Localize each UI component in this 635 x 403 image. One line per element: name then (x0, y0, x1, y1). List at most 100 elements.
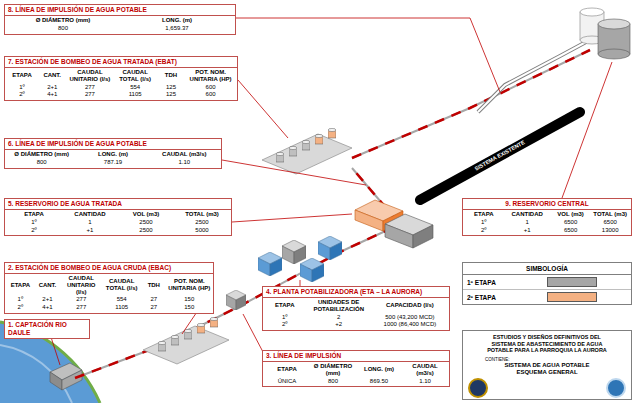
logos (469, 379, 625, 397)
table-header: CAUDAL TOTAL (l/s) (103, 278, 140, 292)
table-header: TOTAL (m3) (591, 211, 629, 218)
small-building (226, 290, 246, 310)
table-header: CAUDAL (m3/s) (150, 151, 219, 158)
table-cell: 1.10 (150, 159, 219, 166)
table-cell: ÚNICA (265, 378, 309, 385)
table-cell: 150 (168, 304, 211, 311)
table-cell: 2+1 (36, 296, 59, 303)
table-header: POT. NOM. UNITARIA (HP) (168, 278, 211, 292)
data-table: Ø DIÁMETRO (mm)LONG. (m)8001,659.37 (5, 16, 235, 34)
table-header: CAUDAL UNITARIO (l/s) (61, 275, 101, 296)
data-table-box: 1. CAPTACIÓN RIO DAULE (4, 319, 90, 339)
existing-pipe-part (420, 112, 580, 200)
ebac-pump-station-part (197, 323, 205, 333)
table-cell: 6500 (552, 219, 590, 226)
table-header: CANTIDAD (505, 211, 550, 218)
treatment-plant-part (258, 252, 282, 276)
ebat-pump-station-part (302, 140, 310, 150)
leader-lines-part (222, 160, 366, 185)
table-cell: 554 (114, 84, 155, 91)
ebat-pump-station-part (315, 134, 323, 144)
table-header: CAUDAL TOTAL (l/s) (114, 69, 155, 83)
table-cell: 2º (465, 227, 503, 234)
title-block: ESTUDIOS Y DISEÑOS DEFINITIVOS DEL SISTE… (462, 330, 632, 400)
leader-lines-part (238, 80, 288, 138)
table-cell: +1 (505, 227, 550, 234)
legend-title: SIMBOLOGÍA (463, 263, 631, 275)
pipe-label: SISTEMA EXISTENTE (474, 140, 526, 172)
ebat-pump-station-part (262, 134, 352, 174)
treated-water-reservoir-part (385, 224, 413, 248)
table-cell: 1 (63, 219, 117, 226)
legend-text: 2º ETAPA (467, 294, 547, 301)
data-table-box: 7. ESTACIÓN DE BOMBEO DE AGUA TRATADA (E… (4, 56, 238, 101)
box-heading: 2. ESTACIÓN DE BOMBEO DE AGUA CRUDA (EBA… (5, 263, 213, 274)
sheet-title: SISTEMA DE AGUA POTABLE (485, 362, 609, 369)
table-cell: 277 (61, 296, 101, 303)
data-table-box: 9. RESERVORIO CENTRALETAPACANTIDADVOL (m… (462, 198, 632, 236)
box-heading: 6. LÍNEA DE IMPULSIÓN DE AGUA POTABLE (5, 139, 221, 150)
data-table-box: 4. PLANTA POTABILIZADORA (ETA – LA AUROR… (262, 286, 450, 331)
legend-swatch (547, 277, 597, 287)
data-table: ETAPACANT.CAUDAL UNITARIO (l/s)CAUDAL TO… (5, 68, 237, 101)
treatment-plant-part (300, 258, 324, 282)
ebac-pump-station-part (158, 341, 166, 351)
table-cell: 1º (7, 296, 34, 303)
data-table-box: 6. LÍNEA DE IMPULSIÓN DE AGUA POTABLEØ D… (4, 138, 222, 169)
intake-structure-part (62, 370, 82, 390)
leader-lines-part (236, 18, 500, 92)
table-cell: 800 (7, 25, 119, 32)
table-cell: 800 (311, 378, 355, 385)
table-header: TDH (158, 72, 184, 79)
table-cell: 277 (67, 91, 112, 98)
leader-lines-part (243, 314, 263, 352)
table-header: POT. NOM. UNITARIA (HP) (186, 69, 235, 83)
table-cell: 787.19 (78, 159, 147, 166)
data-table: ETAPACANT.CAUDAL UNITARIO (l/s)CAUDAL TO… (5, 274, 213, 313)
table-header: CAPACIDAD (l/s) (373, 302, 447, 309)
ebac-pump-station-part (210, 317, 218, 327)
table-cell: 2º (7, 227, 61, 234)
treated-water-reservoir-part (413, 225, 433, 248)
logos-part (607, 379, 625, 397)
table-cell: 600 (186, 84, 235, 91)
table-cell: 125 (158, 84, 184, 91)
table-cell: 1º (7, 84, 37, 91)
table-header: CANT. (39, 72, 65, 79)
sheet-title: CONTIENE: (485, 357, 609, 362)
table-header: ETAPA (265, 302, 305, 309)
existing-pipe (420, 112, 580, 200)
ebac-pump-station-part (184, 329, 192, 339)
table-cell: +1 (63, 227, 117, 234)
data-table: ETAPACANTIDADVOL (m3)TOTAL (m3)1º1250025… (5, 210, 231, 236)
logos-part (469, 379, 487, 397)
table-cell: 277 (61, 304, 101, 311)
leader-lines-part (562, 62, 612, 198)
table-cell: 27 (142, 304, 165, 311)
box-heading: 4. PLANTA POTABILIZADORA (ETA – LA AUROR… (263, 287, 449, 298)
ebat-pump-station-part (289, 146, 297, 156)
ebat-pump-station-part (276, 152, 284, 162)
table-cell: 1105 (114, 91, 155, 98)
table-cell: 6500 (591, 219, 629, 226)
legend-swatch (547, 292, 597, 302)
table-header: LONG. (m) (357, 366, 401, 373)
treated-water-reservoir (355, 200, 433, 248)
table-cell: 500 (43,200 MCD) (373, 314, 447, 321)
table-cell: 869.50 (357, 378, 401, 385)
table-header: ETAPA (465, 211, 503, 218)
table-header: VOL (m3) (119, 211, 173, 218)
data-table: Ø DIÁMETRO (mm)LONG. (m)CAUDAL (m3/s)800… (5, 150, 221, 168)
table-header: ETAPA (7, 72, 37, 79)
central-reservoir-tanks-part (598, 19, 630, 29)
table-cell: 1105 (103, 304, 140, 311)
ebat-pump-station (262, 128, 352, 174)
table-header: CANT. (36, 282, 59, 289)
legend-text: 1º ETAPA (467, 279, 547, 286)
box-heading: 9. RESERVORIO CENTRAL (463, 199, 631, 210)
table-cell: 2º (265, 321, 305, 328)
treatment-plant-part (318, 236, 342, 260)
table-header: Ø DIÁMETRO (mm) (311, 363, 355, 377)
table-cell: +2 (307, 321, 371, 328)
central-reservoir-tanks-part (580, 8, 604, 16)
